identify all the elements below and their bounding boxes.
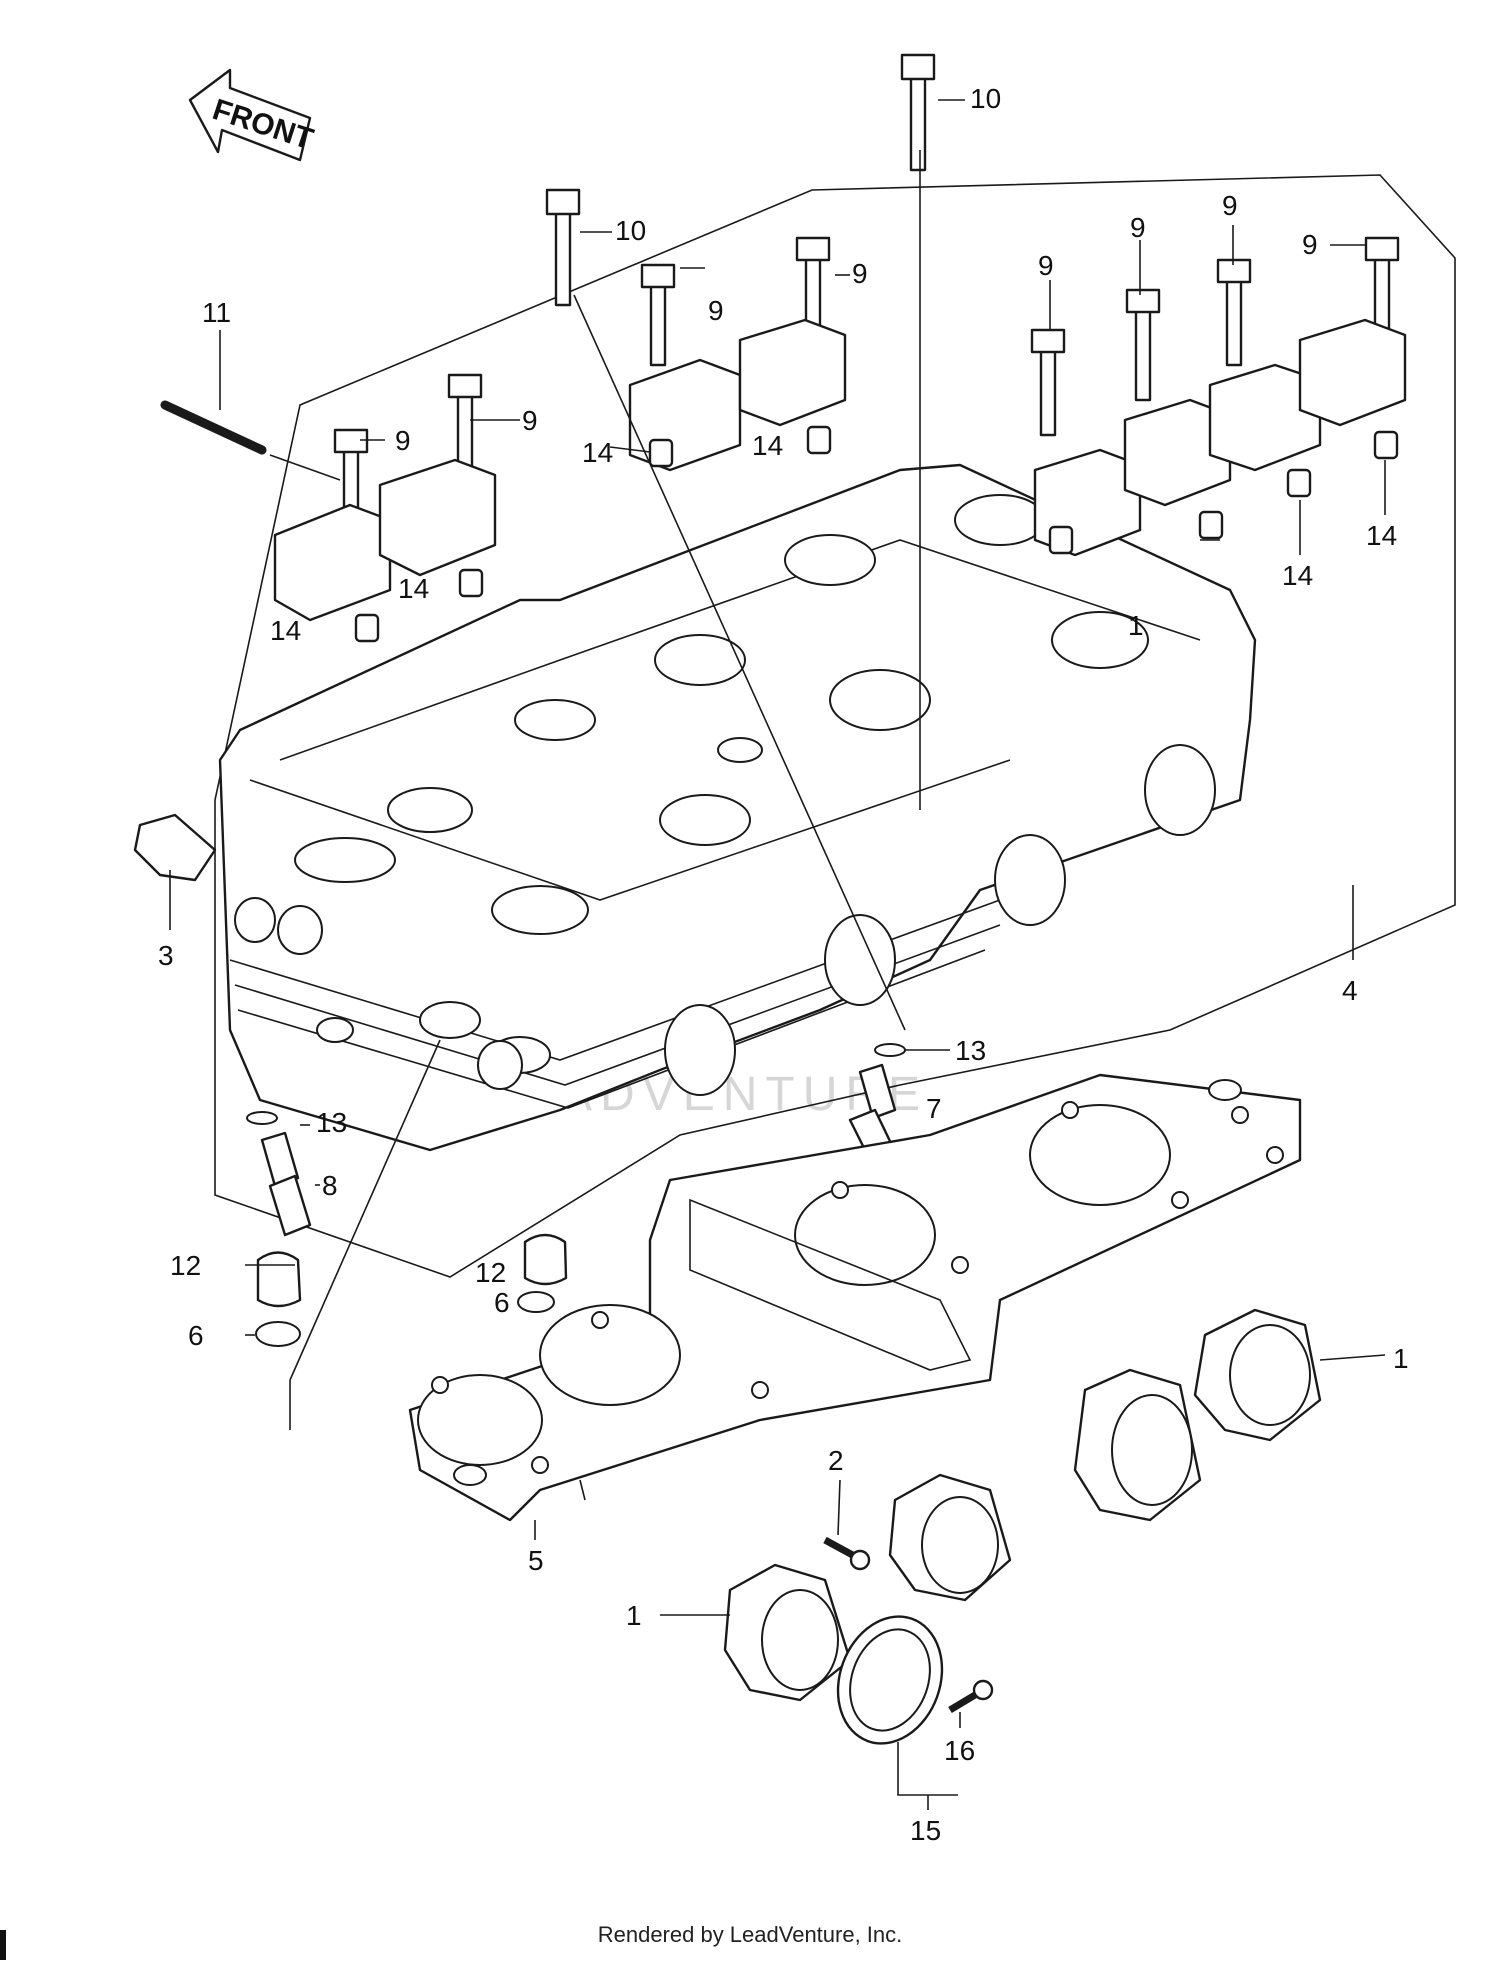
label-12b: 12 bbox=[475, 1257, 506, 1288]
bolt-9-c-head bbox=[640, 263, 676, 289]
assembly-outline-4 bbox=[214, 174, 1456, 1278]
dowel-14-g bbox=[1286, 468, 1312, 498]
label-3: 3 bbox=[158, 940, 174, 971]
dowel-14-h bbox=[1373, 430, 1399, 460]
dowel-14-e bbox=[1048, 525, 1074, 555]
label-9c: 9 bbox=[708, 295, 724, 326]
label-14b: 14 bbox=[398, 573, 429, 604]
front-arrow-icon: FRONT bbox=[188, 68, 317, 162]
cylinder-head bbox=[218, 463, 1257, 1152]
bolt-9-e-head bbox=[1030, 328, 1066, 354]
camshaft-cap-bolts bbox=[333, 53, 1400, 527]
bolt-10-a bbox=[554, 208, 572, 307]
clip-13-a bbox=[874, 1043, 906, 1057]
dowel-14-a bbox=[354, 613, 380, 643]
bolt-10-b bbox=[909, 73, 927, 172]
label-2: 2 bbox=[828, 1445, 844, 1476]
label-9g: 9 bbox=[1222, 190, 1238, 221]
bolt-10-b-head bbox=[900, 53, 936, 81]
label-10b: 10 bbox=[615, 215, 646, 246]
label-16: 16 bbox=[944, 1735, 975, 1766]
label-1b: 1 bbox=[1393, 1343, 1409, 1374]
bolt-9-h-head bbox=[1364, 236, 1400, 262]
label-9b: 9 bbox=[522, 405, 538, 436]
intake-holders bbox=[723, 1308, 1322, 1702]
clip-13-b bbox=[246, 1111, 278, 1125]
washer-6-b bbox=[517, 1291, 555, 1313]
label-6a: 6 bbox=[188, 1320, 204, 1351]
bolt-9-d-head bbox=[795, 236, 831, 262]
label-4: 4 bbox=[1342, 975, 1358, 1006]
label-1c: 1 bbox=[626, 1600, 642, 1631]
bolt-10-a-head bbox=[545, 188, 581, 216]
bolt-9-e bbox=[1039, 343, 1057, 437]
label-11: 11 bbox=[202, 297, 231, 328]
plugs-and-washers bbox=[255, 1233, 568, 1347]
label-1a: 1 bbox=[1128, 610, 1144, 641]
label-5: 5 bbox=[528, 1545, 544, 1576]
label-13a: 13 bbox=[955, 1035, 986, 1066]
label-14d: 14 bbox=[752, 430, 783, 461]
label-12a: 12 bbox=[170, 1250, 201, 1281]
label-10a: 10 bbox=[970, 83, 1001, 114]
bolt-9-g-head bbox=[1216, 258, 1252, 284]
dowel-14-f bbox=[1198, 510, 1224, 540]
dowel-14-c bbox=[648, 438, 674, 468]
bolt-9-c bbox=[649, 278, 667, 367]
part-3-cap bbox=[133, 813, 217, 882]
label-6b: 6 bbox=[494, 1287, 510, 1318]
corner-mark bbox=[0, 1930, 6, 1960]
bolt-9-g bbox=[1225, 273, 1243, 367]
label-9e: 9 bbox=[1038, 250, 1054, 281]
label-8: 8 bbox=[322, 1170, 338, 1201]
label-14c: 14 bbox=[582, 437, 613, 468]
label-14a: 14 bbox=[270, 615, 301, 646]
label-15: 15 bbox=[910, 1815, 941, 1846]
leader-lines bbox=[169, 99, 1386, 1810]
clamp-and-screws bbox=[823, 1536, 994, 1745]
render-credit: Rendered by LeadVenture, Inc. bbox=[597, 1922, 903, 1947]
dowel-pins bbox=[354, 425, 1399, 643]
label-13b: 13 bbox=[316, 1107, 347, 1138]
camshaft-caps bbox=[273, 318, 1407, 622]
label-9a: 9 bbox=[395, 425, 411, 456]
dowel-14-b bbox=[458, 568, 484, 598]
label-9f: 9 bbox=[1130, 212, 1146, 243]
washer-6-a bbox=[255, 1321, 301, 1347]
bolt-9-f-head bbox=[1125, 288, 1161, 314]
head-gasket-5 bbox=[408, 1073, 1302, 1522]
label-9h: 9 bbox=[1302, 229, 1318, 260]
bolt-9-b-head bbox=[447, 373, 483, 399]
label-14e: 14 bbox=[1282, 560, 1313, 591]
part-labels: 1 1 1 2 3 4 5 6 6 7 8 9 9 9 9 9 9 9 9 10… bbox=[158, 83, 1409, 1846]
label-9d: 9 bbox=[852, 258, 868, 289]
rod-11 bbox=[160, 400, 267, 455]
bolt-9-f bbox=[1134, 303, 1152, 402]
plug-12-a bbox=[256, 1251, 302, 1308]
label-7: 7 bbox=[926, 1093, 942, 1124]
dowel-14-d bbox=[806, 425, 832, 455]
label-14f: 14 bbox=[1366, 520, 1397, 551]
plug-12-b bbox=[523, 1233, 568, 1286]
bolt-9-a-head bbox=[333, 428, 369, 454]
